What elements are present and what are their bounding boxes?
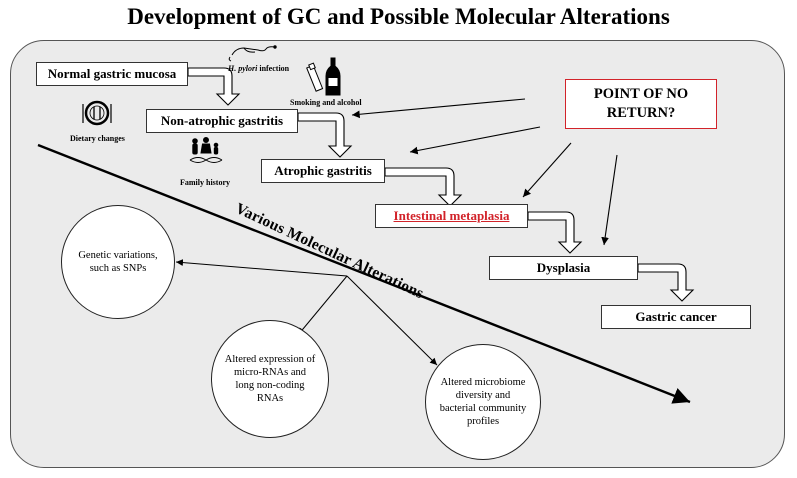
flow-arrow-3: [384, 167, 463, 207]
family-dna-icon: [189, 137, 223, 163]
stage-atrophic-gastritis: Atrophic gastritis: [261, 159, 385, 183]
alteration-text-genetic: Genetic variations, such as SNPs: [78, 250, 158, 274]
alteration-arrow-rnas: [297, 275, 348, 336]
smoking-label: Smoking and alcohol: [290, 98, 362, 107]
plate-cutlery-icon: [82, 100, 112, 126]
alteration-circle-rnas: Altered expression of micro-RNAs and lon…: [211, 320, 329, 438]
ponr-arrows: [351, 98, 618, 246]
stage-flow-arrows: [187, 67, 695, 302]
ponr-arrow-nonatrophic: [351, 98, 526, 119]
stage-gastric-cancer: Gastric cancer: [601, 305, 751, 329]
cigarette-bottle-icon: [306, 57, 341, 96]
flow-arrow-5: [637, 263, 695, 302]
stage-normal-gastric-mucosa: Normal gastric mucosa: [36, 62, 188, 86]
diagram-title: Development of GC and Possible Molecular…: [127, 4, 670, 29]
alteration-circle-microbiome: Altered microbiome diversity and bacteri…: [425, 344, 541, 460]
alteration-circle-genetic: Genetic variations, such as SNPs: [61, 205, 175, 319]
alteration-arrow-microbiome: [346, 275, 438, 366]
alteration-arrows: [175, 259, 438, 366]
ponr-line-1: POINT OF NO: [593, 86, 689, 102]
flow-arrow-2: [297, 112, 353, 158]
molecular-divider-arrow: [37, 143, 691, 404]
stage-non-atrophic-gastritis: Non-atrophic gastritis: [146, 109, 298, 133]
ponr-line-2: RETURN?: [606, 105, 676, 121]
flow-arrow-4: [527, 211, 583, 254]
alteration-text-rnas: Altered expression of micro-RNAs and lon…: [224, 354, 316, 404]
ponr-arrow-atrophic: [409, 126, 541, 155]
hpylori-label: H. pylori infection: [228, 64, 290, 73]
ponr-arrow-metaplasia: [522, 142, 572, 198]
stage-dysplasia: Dysplasia: [489, 256, 638, 280]
flow-arrow-1: [187, 67, 241, 106]
alteration-text-microbiome: Altered microbiome diversity and bacteri…: [439, 377, 527, 427]
dietary-label: Dietary changes: [70, 134, 125, 143]
family-label: Family history: [180, 178, 230, 187]
bacterium-icon: [228, 45, 277, 62]
stage-intestinal-metaplasia: Intestinal metaplasia: [375, 204, 528, 228]
point-of-no-return-box: POINT OF NO RETURN?: [565, 79, 717, 129]
ponr-arrow-dysplasia: [601, 154, 618, 246]
alteration-arrow-genetic: [175, 259, 348, 277]
